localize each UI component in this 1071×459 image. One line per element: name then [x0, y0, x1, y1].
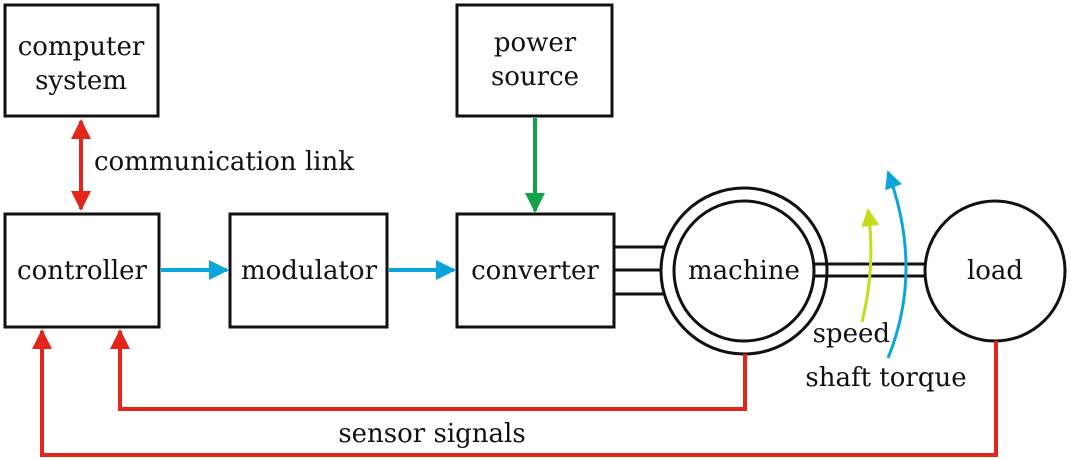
computer-system-block — [3, 3, 160, 118]
communication-link-label: communication link — [94, 147, 354, 177]
controller-block — [3, 212, 161, 329]
machine-label: machine — [688, 256, 800, 286]
modulator-label: modulator — [241, 256, 378, 286]
computer-system-label-line2: system — [35, 66, 127, 96]
shaft-torque-arrow — [885, 170, 908, 359]
speed-arrow — [860, 208, 880, 323]
power-source-label-line1: power — [494, 28, 577, 58]
load-feedback-arrow — [32, 329, 998, 457]
converter-label: converter — [471, 256, 599, 286]
load-label: load — [967, 256, 1023, 286]
speed-label: speed — [813, 319, 890, 349]
machine-feedback-arrow — [110, 329, 747, 411]
shaft-torque-label: shaft torque — [805, 363, 966, 393]
machine-inner-ring — [672, 199, 816, 343]
power-source-label-line2: source — [491, 62, 579, 92]
computer-system-label-line1: computer — [18, 32, 145, 62]
controller-label: controller — [17, 256, 148, 286]
power-source-block — [455, 3, 614, 118]
modulator-block — [228, 212, 389, 329]
sensor-signals-label: sensor signals — [338, 419, 525, 449]
